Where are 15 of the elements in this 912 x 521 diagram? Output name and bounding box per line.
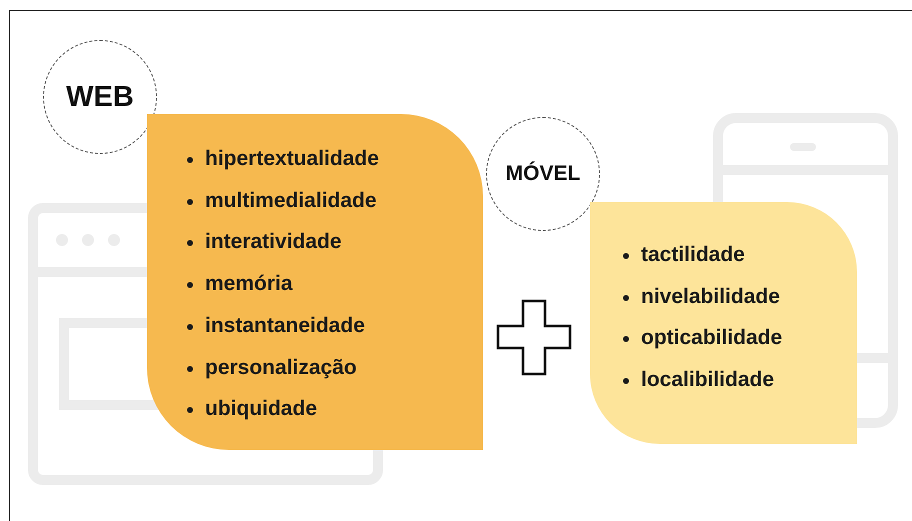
list-item: tactilidade [641, 243, 745, 266]
circle-label: WEB [66, 80, 134, 114]
list-item: memória [205, 272, 293, 296]
list-item: localibilidade [641, 368, 774, 391]
list-item: hipertextualidade [205, 147, 379, 170]
list-item: ubiquidade [205, 397, 317, 420]
list-item: nivelabilidade [641, 284, 780, 308]
list-item: interatividade [205, 230, 342, 254]
list-item: personalização [205, 356, 357, 378]
rounded-card [590, 202, 857, 444]
list-item: opticabilidade [641, 326, 782, 350]
list-item: instantaneidade [205, 314, 365, 337]
list-item: multimedialidade [205, 188, 377, 212]
circle-label: MÓVEL [506, 162, 580, 186]
rounded-card [147, 114, 483, 450]
